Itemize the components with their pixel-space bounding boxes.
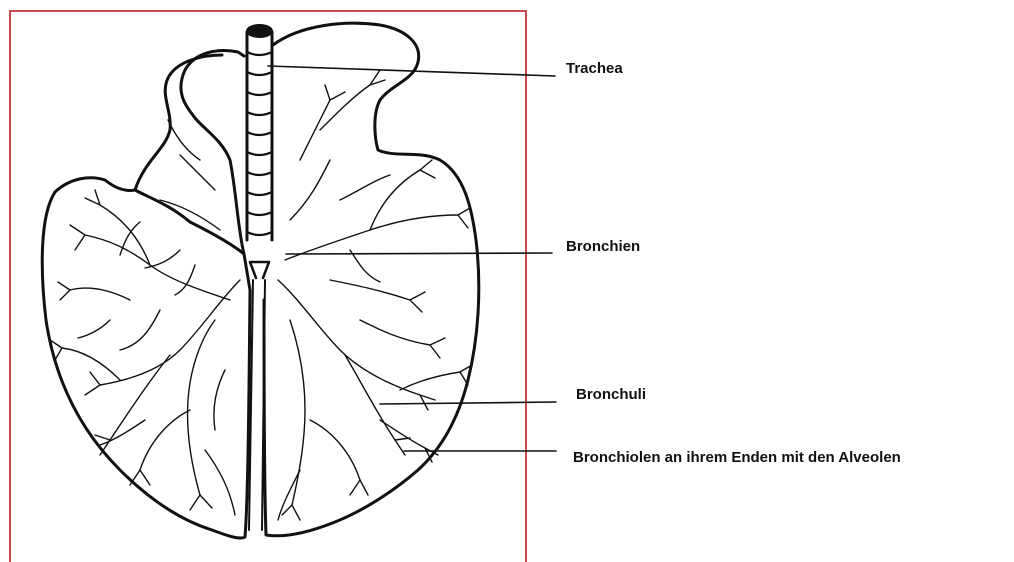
leader-bronchien — [286, 253, 552, 254]
label-trachea: Trachea — [566, 60, 623, 77]
trachea-rings — [247, 52, 272, 235]
label-bronchuli: Bronchuli — [576, 386, 646, 403]
trachea-top — [247, 25, 272, 37]
label-bronchien: Bronchien — [566, 238, 640, 255]
label-bronchiolen: Bronchiolen an ihrem Enden mit den Alveo… — [573, 449, 901, 466]
left-upper-lobe — [135, 55, 222, 190]
leader-lines — [268, 66, 556, 451]
leader-bronchuli — [380, 402, 556, 404]
right-lung-outline — [264, 23, 479, 536]
left-lung-outline — [42, 51, 250, 538]
bifurcation — [250, 262, 269, 278]
